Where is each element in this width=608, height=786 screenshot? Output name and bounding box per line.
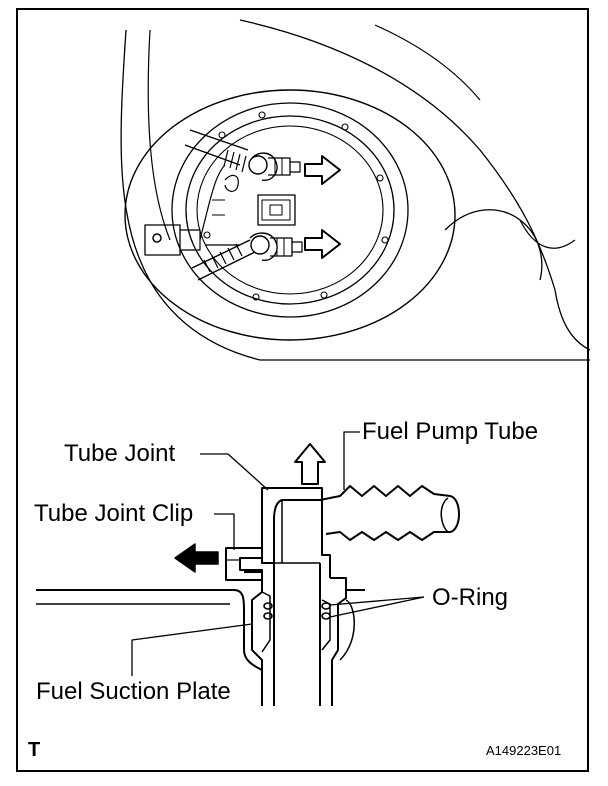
o-rings — [263, 602, 331, 620]
arrow-right-lower-icon — [304, 229, 341, 259]
gasket-ring-inner — [185, 115, 395, 305]
fuel-pump-tube — [319, 485, 460, 541]
corner-mark: T — [28, 739, 41, 761]
pump-plate-ring — [196, 125, 384, 295]
arrow-right-upper-icon — [304, 155, 341, 185]
label-fuel-pump-tube: Fuel Pump Tube — [362, 418, 539, 445]
tube-joint-body — [261, 487, 323, 564]
tube-joint-clip — [225, 547, 263, 581]
tank-top-view — [120, 19, 591, 361]
label-tube-joint-clip: Tube Joint Clip — [34, 500, 194, 527]
gasket-ring-outer — [171, 102, 409, 318]
arrow-up-icon — [294, 443, 326, 485]
leader-lines — [131, 431, 425, 676]
figure-code: A149223E01 — [486, 743, 562, 758]
fuel-suction-plate — [36, 589, 263, 671]
ring-bolts — [203, 111, 389, 301]
arrow-left-icon — [174, 543, 219, 573]
label-tube-joint: Tube Joint — [64, 440, 176, 467]
cross-section — [36, 431, 460, 706]
label-o-ring: O-Ring — [432, 584, 509, 611]
figure-frame — [16, 8, 589, 772]
outer-ring — [124, 89, 456, 341]
label-fuel-suction-plate: Fuel Suction Plate — [36, 678, 231, 705]
